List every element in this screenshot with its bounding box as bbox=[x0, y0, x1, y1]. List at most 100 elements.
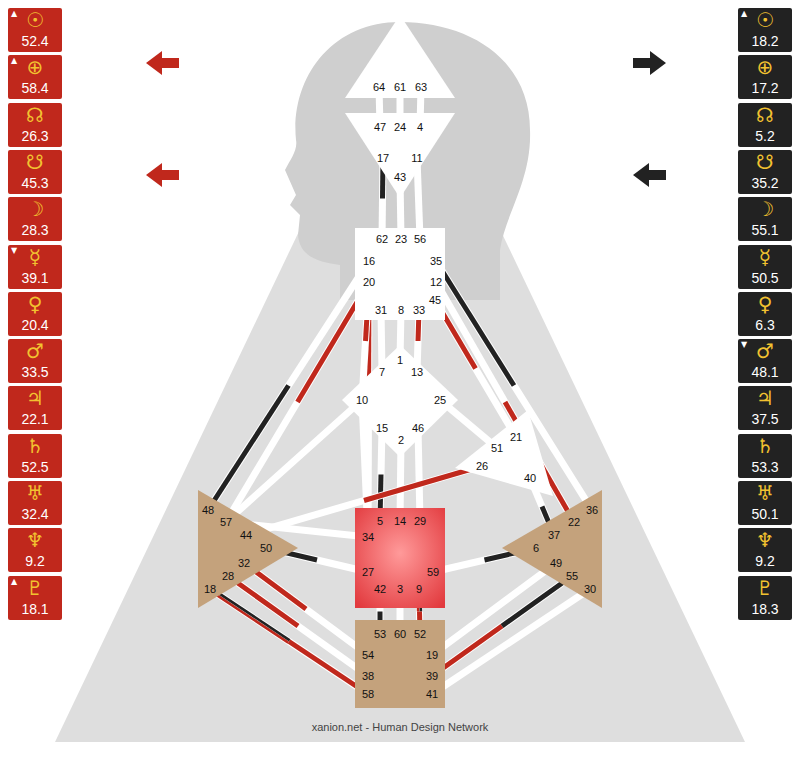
gate-number: 43 bbox=[394, 172, 406, 183]
channel bbox=[432, 576, 572, 676]
activation-number: 37.5 bbox=[738, 411, 792, 427]
energy-center: 48574450322818 bbox=[198, 490, 298, 608]
channel-line bbox=[228, 576, 368, 676]
gate-number: 55 bbox=[566, 571, 578, 582]
activation-box: ⊕17.2 bbox=[738, 55, 792, 99]
channel bbox=[432, 589, 590, 694]
channel-line bbox=[380, 428, 382, 521]
activation-number: 53.3 bbox=[738, 459, 792, 475]
gate-number: 27 bbox=[362, 567, 374, 578]
activation-box: ☊5.2 bbox=[738, 103, 792, 147]
planet-symbol: ☽ bbox=[738, 198, 792, 220]
gate-number: 61 bbox=[394, 82, 406, 93]
planet-symbol: ♀ bbox=[738, 293, 792, 315]
activation-number: 9.2 bbox=[8, 553, 62, 569]
planet-symbol: ♃ bbox=[738, 387, 792, 409]
gate-number: 24 bbox=[394, 122, 406, 133]
activation-box: ☽55.1 bbox=[738, 197, 792, 241]
gate-number: 3 bbox=[397, 584, 403, 595]
gate-number: 12 bbox=[430, 277, 442, 288]
activation-number: 32.4 bbox=[8, 506, 62, 522]
gate-number: 23 bbox=[395, 234, 407, 245]
activation-box: ☊26.3 bbox=[8, 103, 62, 147]
gate-number: 1 bbox=[397, 355, 403, 366]
activation-box: ☿50.5 bbox=[738, 245, 792, 289]
gate-number: 28 bbox=[222, 571, 234, 582]
activation-box: ♅50.1 bbox=[738, 481, 792, 525]
planet-symbol: ☿ bbox=[8, 246, 62, 268]
gate-number: 59 bbox=[427, 567, 439, 578]
gate-number: 19 bbox=[426, 650, 438, 661]
gate-number: 22 bbox=[568, 517, 580, 528]
activation-box: ▲♇18.1 bbox=[8, 576, 62, 620]
gate-number: 58 bbox=[362, 689, 374, 700]
activation-number: 52.5 bbox=[8, 459, 62, 475]
gate-number: 5 bbox=[377, 516, 383, 527]
gate-number: 60 bbox=[394, 629, 406, 640]
energy-center: 21512640 bbox=[455, 410, 553, 496]
activation-box: ♃ 37.5 bbox=[738, 386, 792, 430]
activation-number: 28.3 bbox=[8, 222, 62, 238]
gate-number: 16 bbox=[363, 256, 375, 267]
gate-number: 46 bbox=[412, 423, 424, 434]
direction-marker: ▲ bbox=[11, 56, 17, 65]
energy-center: 3622376495530 bbox=[502, 490, 602, 608]
center-shape bbox=[355, 620, 445, 708]
gate-number: 2 bbox=[398, 435, 404, 446]
channel-line bbox=[436, 282, 574, 522]
planet-symbol: ♀ bbox=[8, 293, 62, 315]
energy-center: 622356163520124531833 bbox=[355, 228, 445, 320]
gate-number: 41 bbox=[426, 689, 438, 700]
gate-number: 17 bbox=[377, 153, 389, 164]
gate-number: 56 bbox=[414, 234, 426, 245]
activation-number: 50.5 bbox=[738, 270, 792, 286]
channel bbox=[244, 563, 368, 655]
channel-line bbox=[244, 563, 368, 655]
activation-number: 52.4 bbox=[8, 33, 62, 49]
gate-number: 51 bbox=[491, 443, 503, 454]
activation-number: 45.3 bbox=[8, 175, 62, 191]
activation-number: 20.4 bbox=[8, 317, 62, 333]
activation-box: ♆9.2 bbox=[8, 528, 62, 572]
channel-line bbox=[432, 563, 556, 655]
planet-symbol: ☽ bbox=[8, 198, 62, 220]
activation-box: ♇18.3 bbox=[738, 576, 792, 620]
channel-activation bbox=[209, 590, 288, 643]
gate-number: 45 bbox=[429, 295, 441, 306]
activation-box: ♆9.2 bbox=[738, 528, 792, 572]
activation-number: 18.2 bbox=[738, 33, 792, 49]
activation-number: 9.2 bbox=[738, 553, 792, 569]
direction-marker: ▲ bbox=[11, 577, 17, 586]
channel bbox=[209, 588, 368, 694]
planet-symbol: ♅ bbox=[738, 482, 792, 504]
gate-number: 26 bbox=[476, 461, 488, 472]
gate-number: 63 bbox=[415, 82, 427, 93]
gate-number: 40 bbox=[524, 473, 536, 484]
activation-number: 35.2 bbox=[738, 175, 792, 191]
planet-symbol: ♇ bbox=[8, 577, 62, 599]
planet-symbol: ♂ bbox=[8, 340, 62, 362]
energy-center: 1713102515246 bbox=[342, 345, 458, 457]
planet-symbol: ☉ bbox=[738, 9, 792, 31]
channel bbox=[418, 428, 420, 521]
gate-number: 52 bbox=[414, 629, 426, 640]
channel bbox=[228, 576, 368, 676]
gate-number: 48 bbox=[202, 505, 214, 516]
activation-number: 39.1 bbox=[8, 270, 62, 286]
energy-center: 47244171143 bbox=[345, 113, 455, 200]
center-shape bbox=[355, 228, 445, 320]
direction-marker: ▼ bbox=[741, 340, 747, 349]
gate-number: 29 bbox=[414, 516, 426, 527]
center-shape bbox=[345, 15, 455, 98]
center-shape bbox=[198, 490, 298, 608]
channel bbox=[380, 428, 382, 521]
gate-number: 9 bbox=[416, 584, 422, 595]
gate-number: 62 bbox=[376, 234, 388, 245]
planet-symbol: ☋ bbox=[8, 151, 62, 173]
planet-symbol: ♄ bbox=[8, 435, 62, 457]
planet-symbol: ♃ bbox=[8, 387, 62, 409]
direction-arrow bbox=[146, 163, 179, 187]
planet-symbol: ♅ bbox=[8, 482, 62, 504]
direction-arrow bbox=[146, 51, 179, 75]
center-shape bbox=[342, 345, 458, 457]
